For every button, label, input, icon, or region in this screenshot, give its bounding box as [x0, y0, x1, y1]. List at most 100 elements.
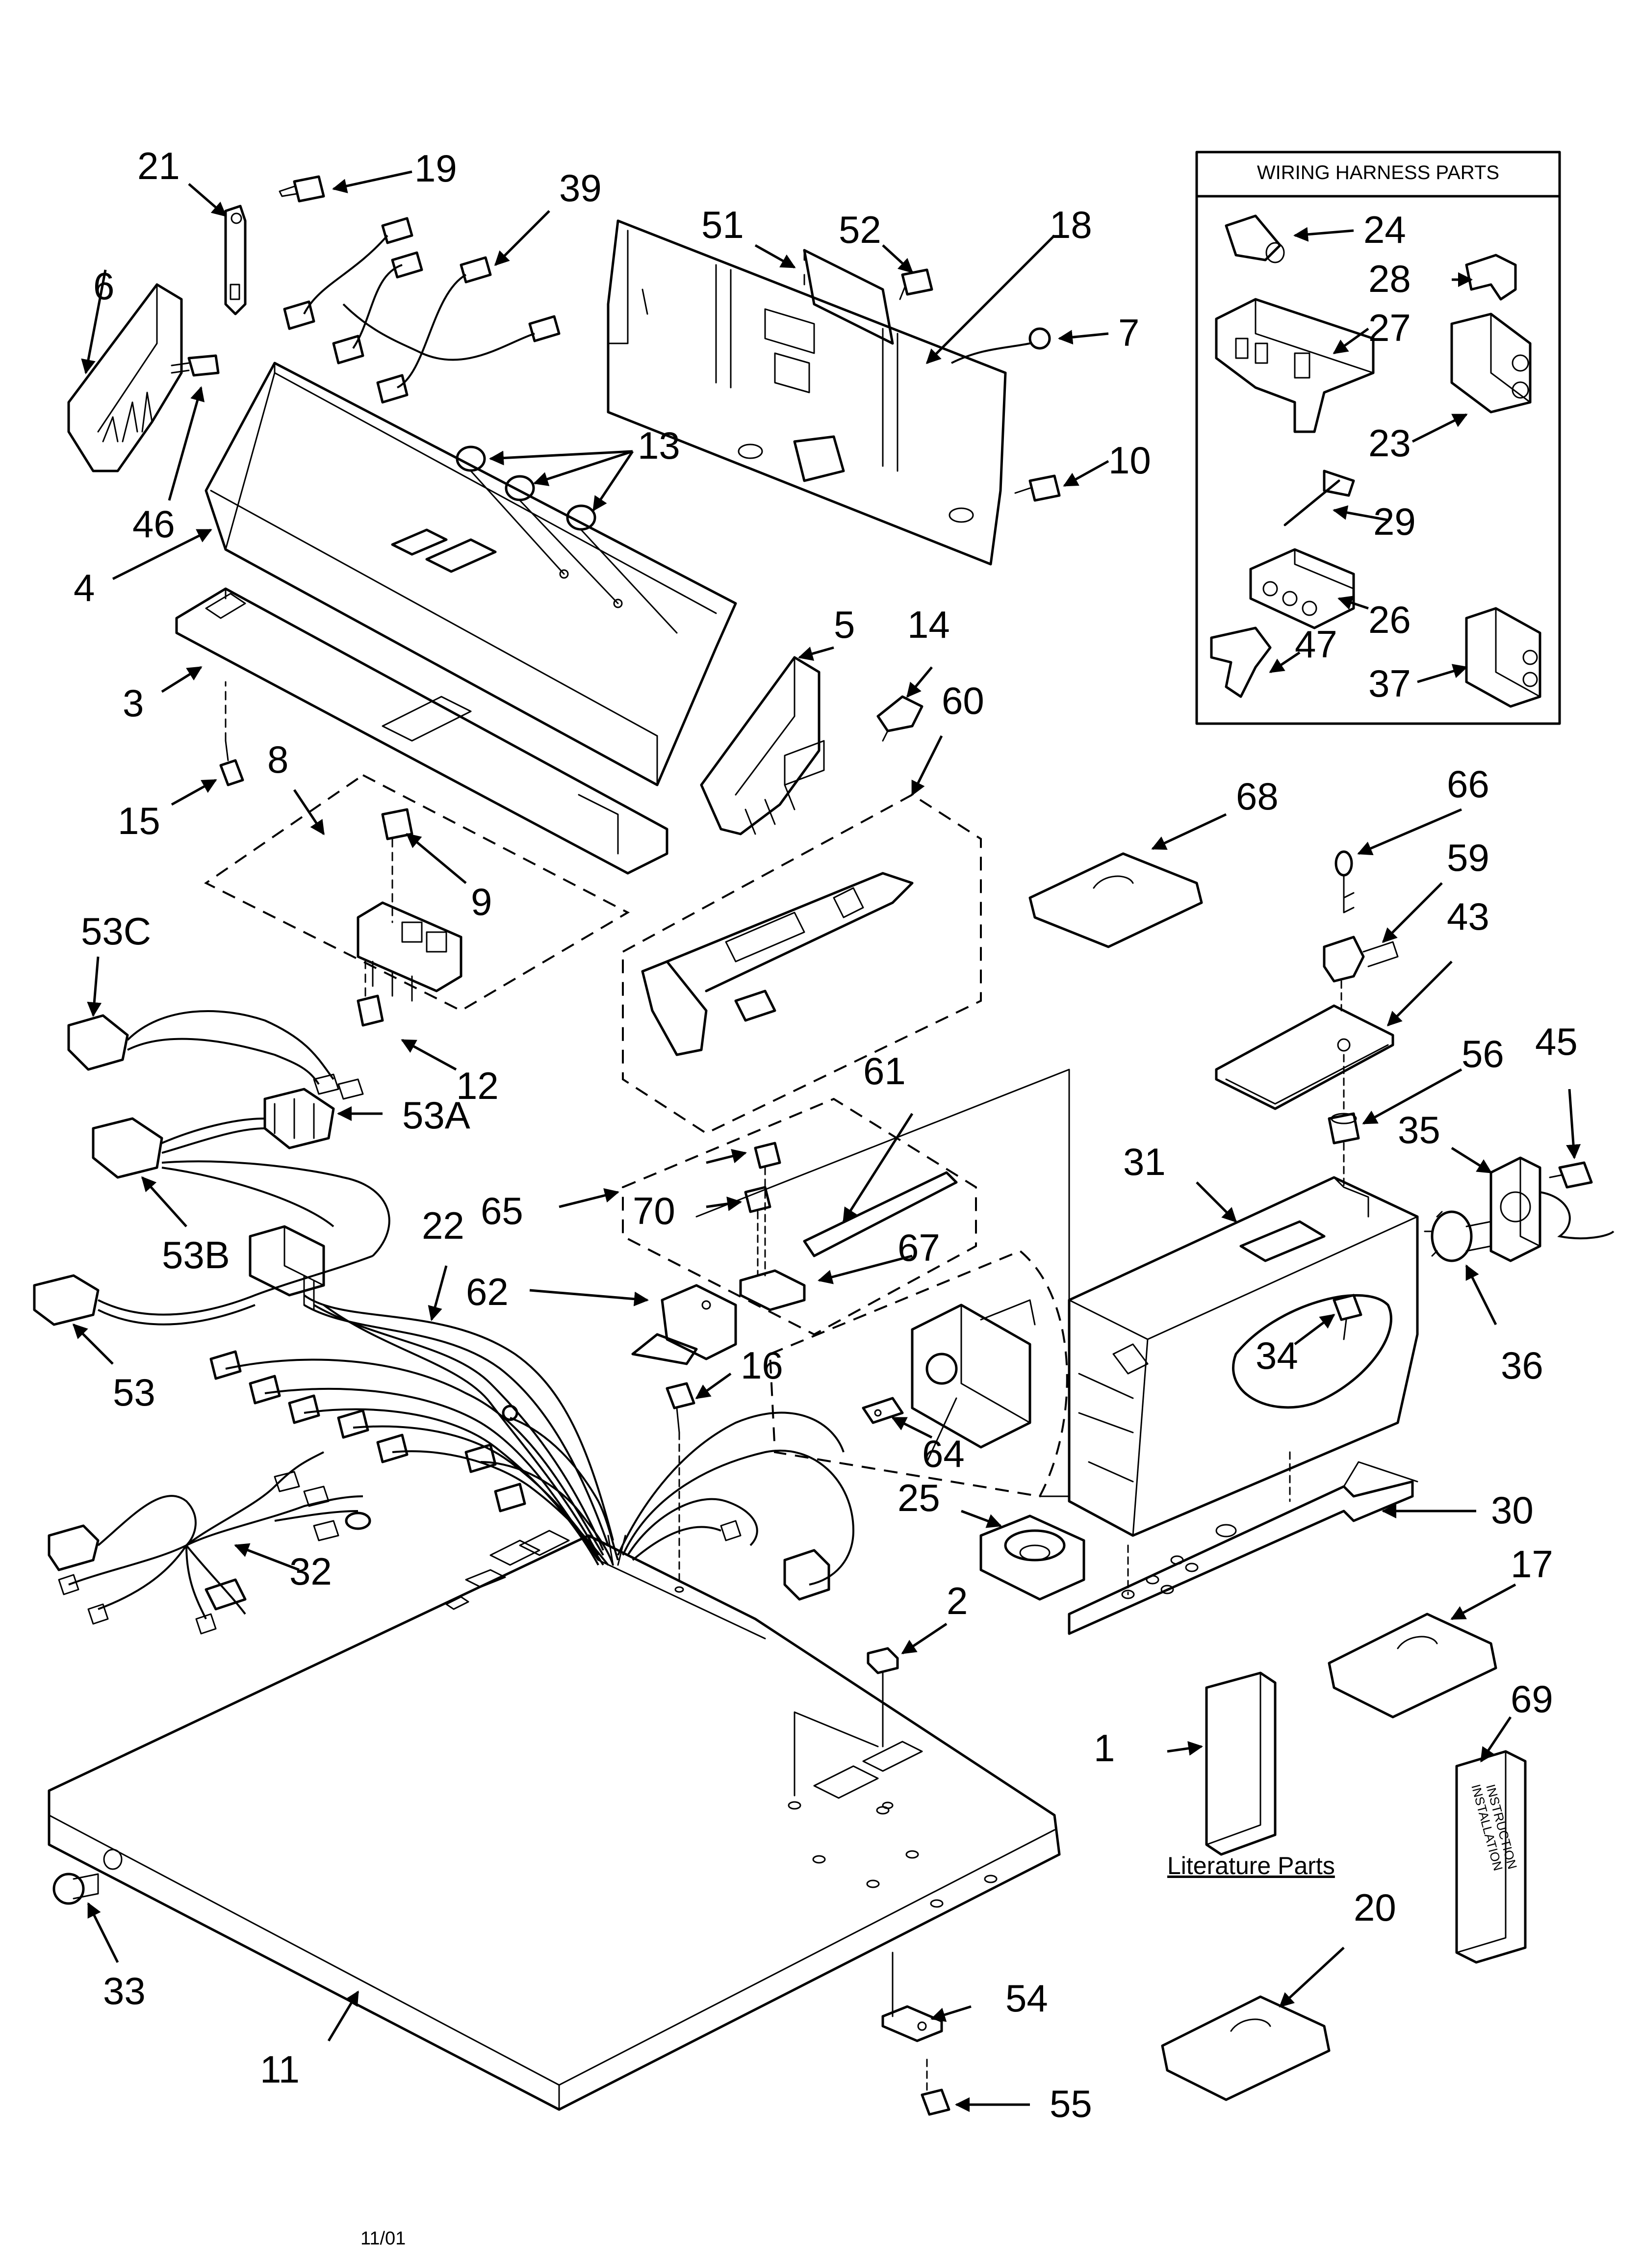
key-66	[1334, 850, 1355, 913]
nut-56	[1328, 1112, 1360, 1188]
harness-box-frame	[1195, 151, 1561, 725]
screw-55	[921, 2055, 950, 2116]
assembly-outline-65	[622, 1097, 977, 1336]
bracket-51	[803, 249, 894, 345]
console-panel-4	[205, 362, 737, 786]
base-plate-30	[1068, 1451, 1418, 1635]
callout-53: 53	[113, 1371, 155, 1414]
callout-53B: 53B	[162, 1233, 230, 1277]
screw-52	[899, 268, 933, 300]
screw-16	[666, 1382, 695, 1593]
callout-1: 1	[1094, 1726, 1115, 1770]
connector-37	[1465, 607, 1541, 708]
callout-46: 7	[1118, 311, 1139, 354]
callout-7: 46	[132, 502, 175, 546]
harness-53a	[263, 1088, 335, 1149]
callout-66: 66	[1447, 762, 1489, 806]
callout-55: 55	[1050, 2082, 1092, 2125]
clip-14	[876, 695, 924, 742]
clip-47	[1210, 626, 1272, 698]
callout-60: 60	[942, 679, 984, 722]
screws-70	[744, 1142, 781, 1277]
terminal-24	[1225, 214, 1285, 263]
callout-2: 2	[947, 1579, 968, 1622]
callout-47: 47	[1295, 623, 1337, 666]
assembly-outline-8	[204, 774, 630, 1012]
callout-56: 56	[1462, 1032, 1504, 1075]
connector-26	[1249, 548, 1355, 629]
callout-70: 70	[633, 1189, 675, 1232]
callout-14: 14	[907, 603, 950, 646]
callout-5: 5	[834, 603, 855, 646]
callout-3: 3	[123, 681, 144, 725]
callout-13: 13	[638, 424, 680, 467]
callout-25: 25	[898, 1476, 940, 1519]
back-panel-18	[607, 219, 1007, 566]
clip-64	[862, 1397, 904, 1424]
callout-32: 32	[289, 1550, 332, 1593]
lock-59	[1323, 936, 1399, 1012]
harness-box-title: WIRING HARNESS PARTS	[1257, 162, 1499, 183]
switch-assembly	[357, 901, 462, 1002]
end-cap-5	[700, 656, 825, 835]
callout-6: 6	[93, 264, 114, 308]
callout-4: 4	[74, 566, 95, 609]
strip-61	[803, 1171, 958, 1257]
literature-heading: Literature Parts	[1167, 1852, 1335, 1879]
callout-54: 54	[1005, 1977, 1048, 2020]
screw-12	[357, 961, 384, 1027]
callout-35: 35	[1398, 1108, 1440, 1151]
callout-8: 8	[267, 738, 288, 781]
clip-28	[1465, 254, 1517, 301]
connector-27	[1215, 298, 1375, 433]
cable-tie-29	[1283, 469, 1355, 526]
callout-20: 20	[1354, 1886, 1396, 1929]
callout-61: 61	[863, 1049, 906, 1093]
end-cap-6	[67, 283, 183, 472]
cup-25	[979, 1514, 1085, 1601]
callout-19: 19	[414, 147, 457, 190]
wiring-harness-box: WIRING HARNESS PARTS 24 28 27	[1195, 151, 1561, 725]
harness-53c	[67, 1010, 364, 1100]
callout-29: 29	[1373, 500, 1416, 543]
screw-34	[1333, 1294, 1362, 1340]
literature-parts: 1 Literature Parts INSTALLATION INSTRUCT…	[1094, 1671, 1553, 1964]
leg-33	[52, 1873, 99, 1905]
callout-51: 51	[701, 203, 744, 246]
callout-10: 10	[1108, 439, 1151, 482]
callout-52: 52	[839, 208, 881, 251]
callout-43: 43	[1447, 895, 1489, 938]
assembly-outline-64	[769, 1250, 1068, 1498]
callout-24: 24	[1363, 208, 1406, 251]
callout-17: 17	[1511, 1542, 1553, 1586]
callout-28: 28	[1368, 257, 1411, 300]
booklet-1	[1205, 1671, 1277, 1856]
harness-53b	[92, 1117, 390, 1257]
callout-22: 22	[422, 1204, 464, 1247]
callout-53A: 53A	[402, 1094, 470, 1137]
callout-39: 39	[559, 166, 602, 209]
callout-23: 23	[1368, 421, 1411, 465]
callout-16: 16	[741, 1344, 783, 1387]
assembly-outline-60	[622, 793, 982, 1135]
callout-59: 59	[1447, 836, 1489, 879]
screw-10	[1014, 474, 1061, 502]
footer-date-code: 11/01	[360, 2228, 406, 2249]
callout-65: 65	[481, 1189, 523, 1232]
callout-26: 26	[1368, 598, 1411, 641]
callout-67: 67	[898, 1226, 940, 1269]
callout-45: 45	[1535, 1020, 1578, 1063]
callout-12: 12	[456, 1064, 499, 1107]
callout-33: 33	[103, 1969, 146, 2012]
cover-17	[1328, 1613, 1497, 1719]
screw-19	[279, 175, 325, 203]
callout-27: 27	[1368, 306, 1411, 349]
callout-21: 21	[137, 144, 180, 187]
front-rail-3	[175, 587, 668, 875]
screw-45	[1549, 1161, 1593, 1189]
cover-20	[1161, 1995, 1331, 2101]
bracket-62	[631, 1284, 737, 1365]
harness-53	[33, 1255, 373, 1326]
callout-69: 69	[1511, 1677, 1553, 1721]
